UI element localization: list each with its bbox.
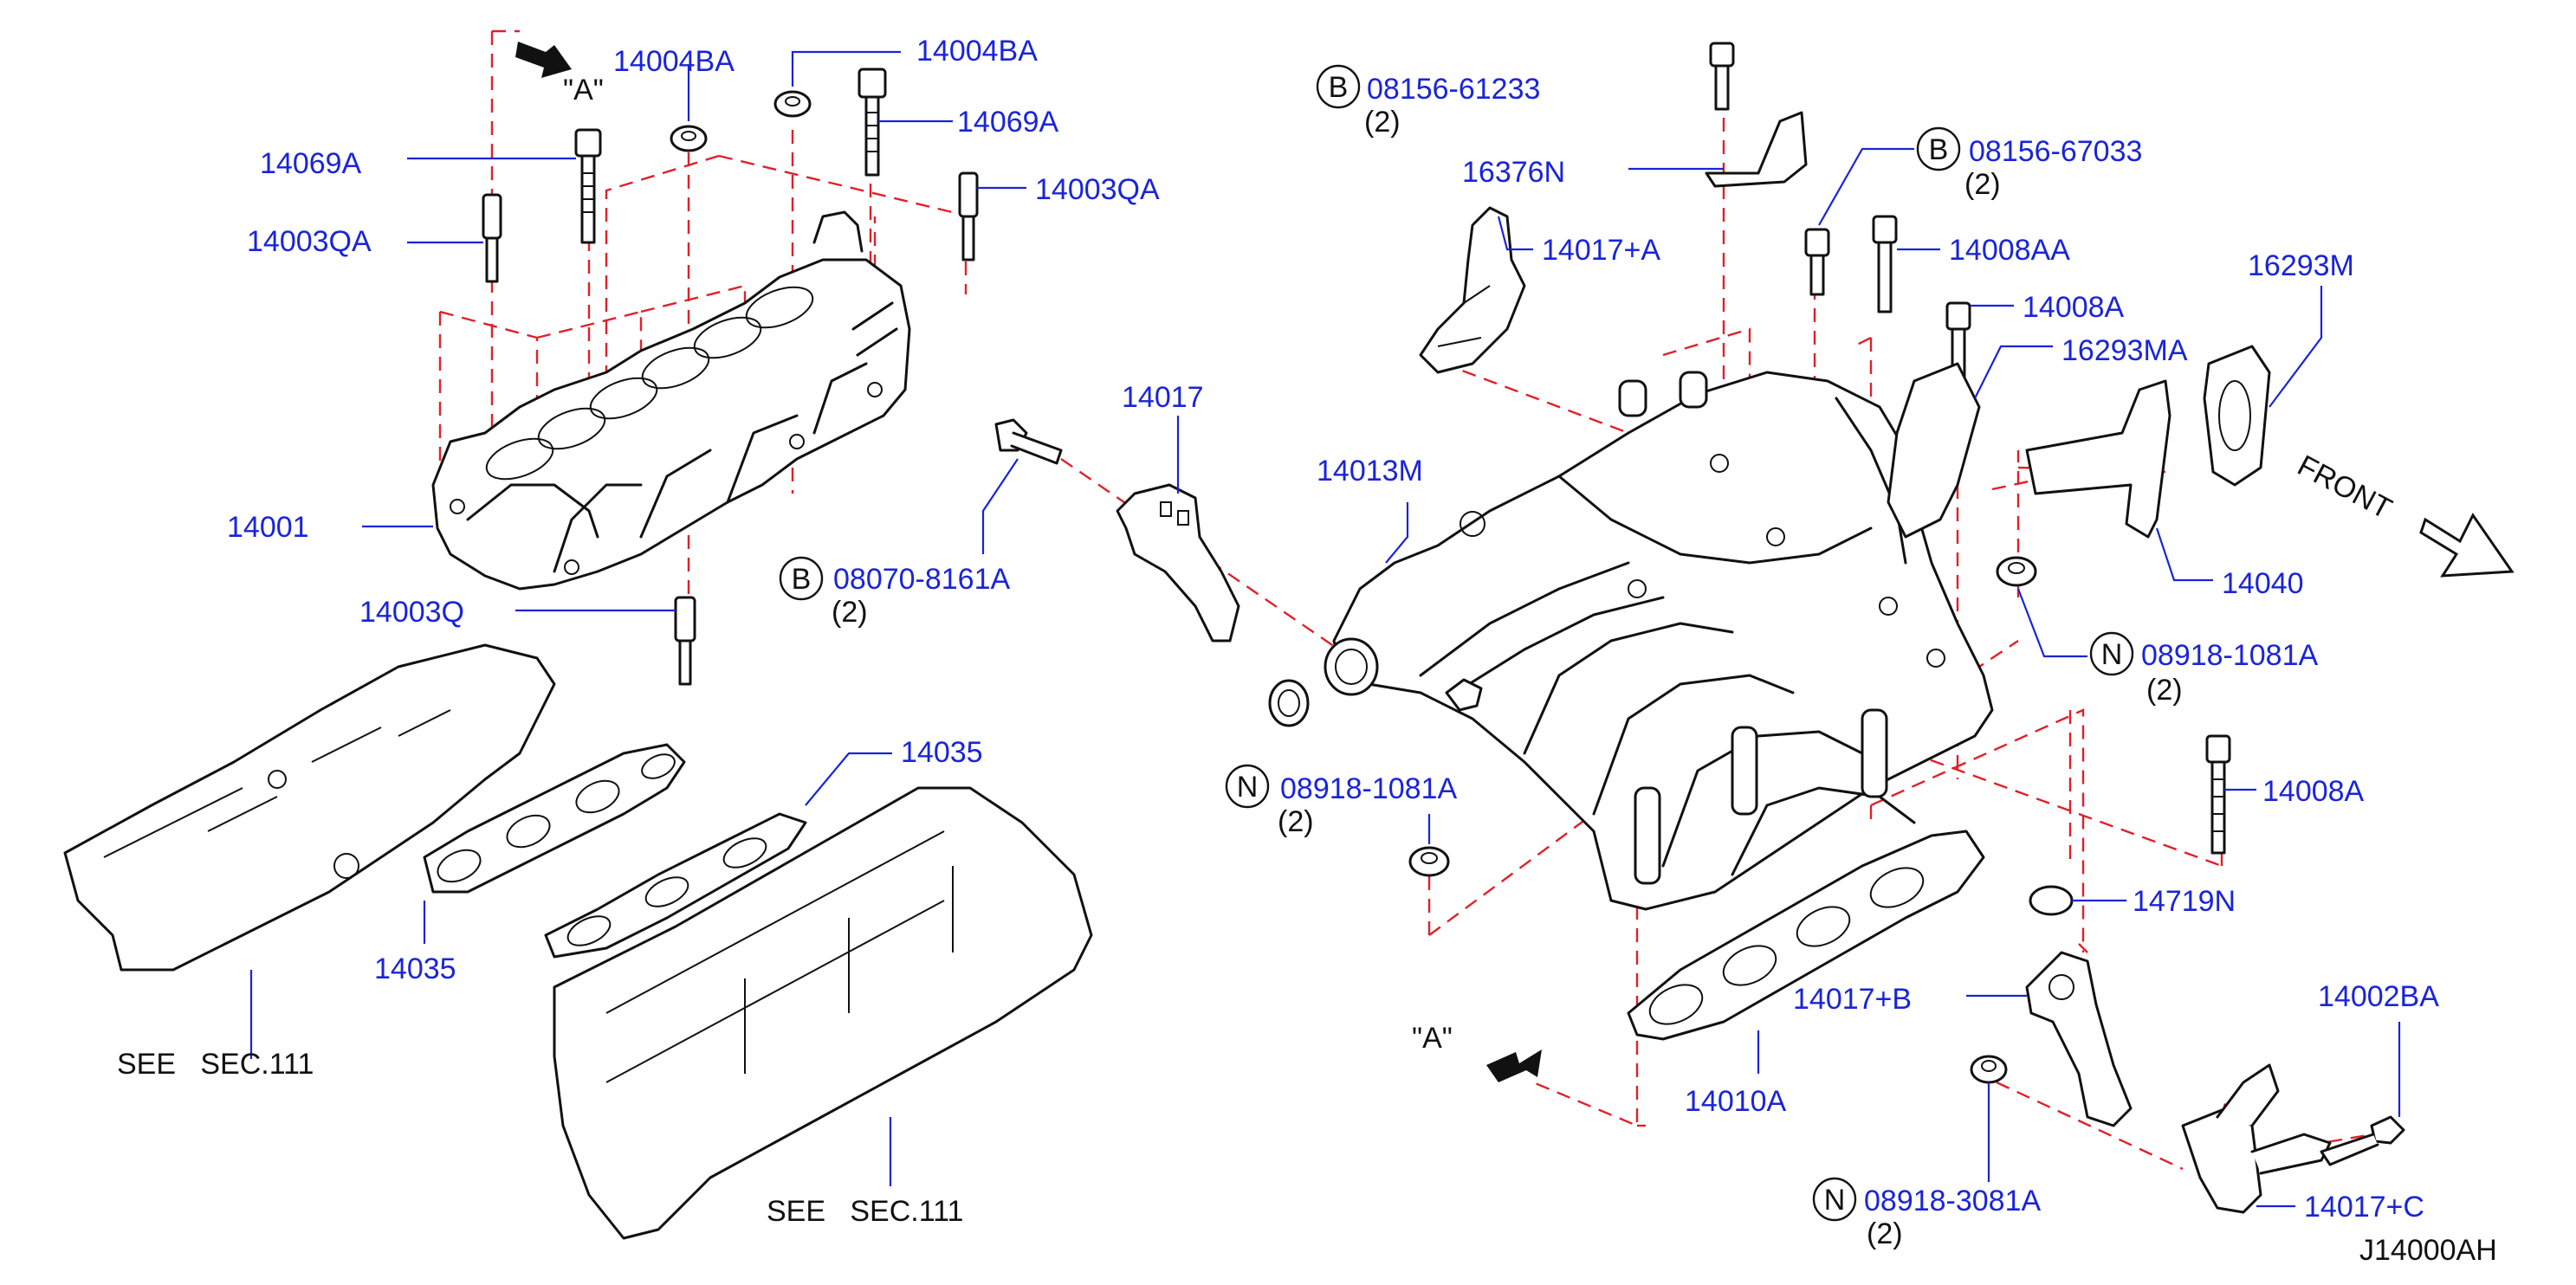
label-08156-67033: 08156-67033: [1969, 135, 2142, 168]
label-14003qa-left: 14003QA: [247, 225, 372, 258]
exhaust-gaskets: [423, 743, 807, 959]
label-08918-1081a-center: 08918-1081A: [1280, 772, 1458, 805]
label-14008a-top: 14008A: [2023, 291, 2125, 324]
svg-text:N: N: [2101, 638, 2123, 671]
upper-intake-manifold: [431, 210, 911, 591]
label-14017: 14017: [1122, 381, 1204, 414]
svg-text:(2): (2): [832, 596, 868, 629]
left-top-fasteners: [482, 68, 979, 686]
svg-text:(2): (2): [1364, 106, 1401, 139]
label-08070-8161a: 08070-8161A: [833, 563, 1011, 596]
left-cylinder-head: [63, 643, 556, 972]
annotations: "A" "A" FRONT SEE SEC.111 SEE SEC.111 J1…: [117, 74, 2497, 1267]
label-14035-right: 14035: [901, 736, 983, 769]
svg-text:B: B: [1929, 133, 1949, 166]
label-16293ma: 16293MA: [2061, 334, 2188, 367]
label-08156-61233: 08156-61233: [1367, 73, 1540, 106]
right-cylinder-head: [553, 786, 1093, 1240]
see-sec-111-right: SEE SEC.111: [767, 1195, 963, 1228]
svg-text:B: B: [1329, 71, 1349, 104]
marker-b-08156-61233: B (2): [1316, 64, 1401, 139]
marker-b-08156-67033: B (2): [1916, 126, 2001, 201]
label-14017-c: 14017+C: [2304, 1191, 2424, 1224]
svg-text:N: N: [1237, 771, 1259, 804]
leader-lines: [249, 50, 2401, 1208]
label-14017-b: 14017+B: [1793, 983, 1912, 1016]
marker-n-08918-1081a-right: N (2): [2089, 631, 2183, 707]
label-14069a-left: 14069A: [260, 147, 362, 180]
svg-text:(2): (2): [1278, 805, 1314, 838]
part-labels: 14004BA 14004BA 14069A 14069A 14003QA 14…: [227, 35, 2439, 1224]
label-14004ba-right: 14004BA: [916, 35, 1038, 68]
label-08918-3081a: 08918-3081A: [1864, 1185, 2042, 1217]
svg-text:(2): (2): [1964, 168, 2001, 201]
view-a-arrow-bottom: [1486, 1049, 1542, 1082]
label-14035-left: 14035: [374, 952, 456, 985]
label-14004ba-left: 14004BA: [613, 45, 735, 78]
marker-n-08918-3081a: N (2): [1812, 1177, 1903, 1250]
svg-text:(2): (2): [2146, 674, 2183, 707]
view-a-label-bottom: "A": [1412, 1022, 1453, 1055]
front-arrow: [2419, 513, 2515, 578]
label-14013m: 14013M: [1317, 455, 1423, 488]
intake-gasket: [1627, 830, 1985, 1041]
label-14719n: 14719N: [2133, 885, 2236, 918]
label-14003qa-right: 14003QA: [1035, 173, 1160, 206]
label-14003q: 14003Q: [359, 596, 464, 629]
label-14069a-right: 14069A: [957, 106, 1059, 139]
arrows: [515, 42, 2515, 1082]
see-sec-111-left: SEE SEC.111: [117, 1048, 314, 1081]
label-14008a-bottom: 14008A: [2262, 775, 2365, 808]
view-a-label-top: "A": [563, 74, 604, 107]
right-side-parts: [994, 42, 2405, 1214]
label-08918-1081a-right: 08918-1081A: [2141, 639, 2319, 672]
diagram-code: J14000AH: [2359, 1234, 2497, 1267]
marker-n-08918-1081a-center: N (2): [1225, 764, 1314, 838]
label-14010a: 14010A: [1685, 1085, 1787, 1118]
front-label: FRONT: [2292, 449, 2397, 526]
view-a-arrow-top: [515, 42, 572, 78]
svg-text:B: B: [792, 563, 812, 596]
svg-text:N: N: [1824, 1184, 1846, 1217]
label-14017-a: 14017+A: [1542, 234, 1660, 267]
marker-b-08070-8161a: B (2): [779, 556, 868, 629]
lower-intake-manifold: [1268, 371, 1994, 911]
label-14008aa: 14008AA: [1949, 234, 2070, 267]
label-16293m: 16293M: [2248, 249, 2354, 282]
circle-markers: B (2) B (2) B (2) N (2) N (2) N (2): [779, 64, 2183, 1250]
label-14040: 14040: [2222, 567, 2304, 600]
label-14002ba: 14002BA: [2318, 980, 2439, 1013]
svg-text:(2): (2): [1867, 1217, 1903, 1250]
label-16376n: 16376N: [1462, 156, 1565, 189]
label-14001: 14001: [227, 511, 309, 544]
